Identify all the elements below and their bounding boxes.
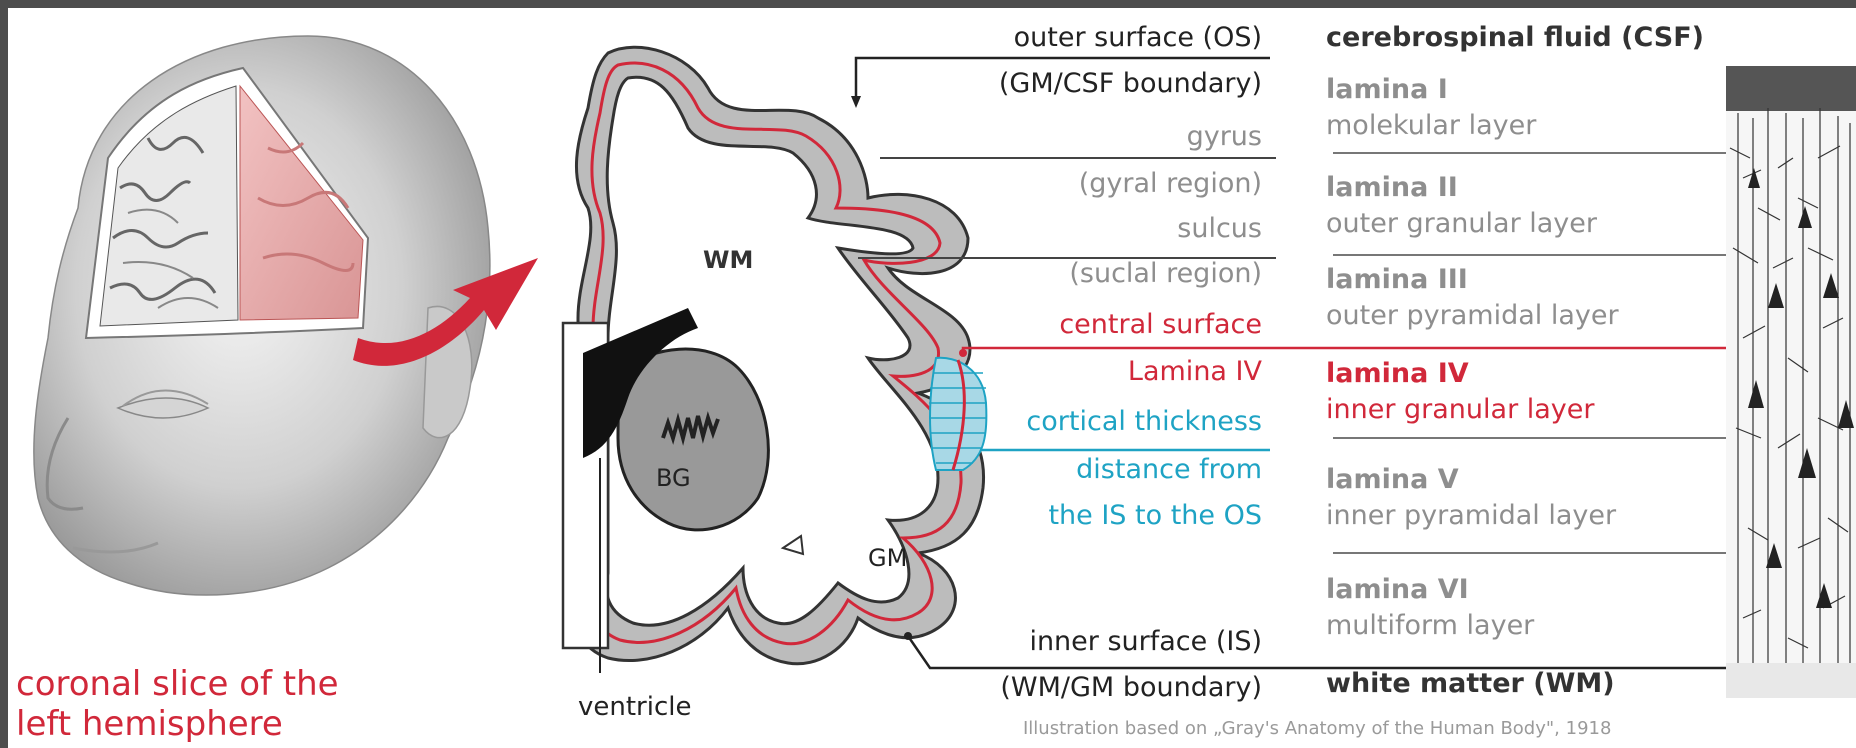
layer-name-3: lamina III bbox=[1326, 266, 1468, 293]
figure-canvas: coronal slice of the left hemisphere bbox=[8, 8, 1856, 748]
credit-text: Illustration based on „Gray's Anatomy of… bbox=[1023, 720, 1611, 738]
wm-layer-label: white matter (WM) bbox=[1326, 670, 1615, 697]
wm-label: WM bbox=[703, 248, 753, 272]
distance-from-label: distance from bbox=[1076, 456, 1262, 483]
layer-desc-4: inner granular layer bbox=[1326, 396, 1595, 423]
layer-desc-6: multiform layer bbox=[1326, 612, 1534, 639]
cortex-diagram bbox=[8, 8, 1856, 748]
inner-surface-label: inner surface (IS) bbox=[1029, 628, 1262, 655]
outer-surface-label: outer surface (OS) bbox=[1014, 24, 1262, 51]
layer-desc-3: outer pyramidal layer bbox=[1326, 302, 1619, 329]
sulcus-label: sulcus bbox=[1177, 215, 1262, 242]
is-to-os-label: the IS to the OS bbox=[1048, 502, 1262, 529]
layer-desc-2: outer granular layer bbox=[1326, 210, 1597, 237]
layer-desc-5: inner pyramidal layer bbox=[1326, 502, 1616, 529]
gm-label: GM bbox=[868, 546, 907, 570]
central-surface-label: central surface bbox=[1059, 311, 1262, 338]
layer-name-5: lamina V bbox=[1326, 466, 1459, 493]
gyrus-label: gyrus bbox=[1187, 123, 1262, 150]
gyral-region-label: (gyral region) bbox=[1079, 170, 1262, 197]
basal-ganglia bbox=[618, 349, 768, 530]
layer-name-1: lamina I bbox=[1326, 76, 1448, 103]
sulcal-region-label: (suclal region) bbox=[1069, 260, 1262, 287]
layer-desc-1: molekular layer bbox=[1326, 112, 1536, 139]
bg-label: BG bbox=[656, 466, 691, 490]
csf-label: cerebrospinal fluid (CSF) bbox=[1326, 24, 1704, 51]
layer-name-4: lamina IV bbox=[1326, 360, 1469, 387]
ventricle-label: ventricle bbox=[578, 694, 691, 720]
cortical-thickness-label: cortical thickness bbox=[1026, 408, 1262, 435]
layer-name-2: lamina II bbox=[1326, 174, 1458, 201]
histology-column bbox=[1726, 66, 1856, 698]
inner-boundary-label: (WM/GM boundary) bbox=[1000, 674, 1262, 701]
outer-boundary-label: (GM/CSF boundary) bbox=[999, 70, 1262, 97]
layer-name-6: lamina VI bbox=[1326, 576, 1469, 603]
lamina-iv-surface-label: Lamina IV bbox=[1128, 358, 1262, 385]
